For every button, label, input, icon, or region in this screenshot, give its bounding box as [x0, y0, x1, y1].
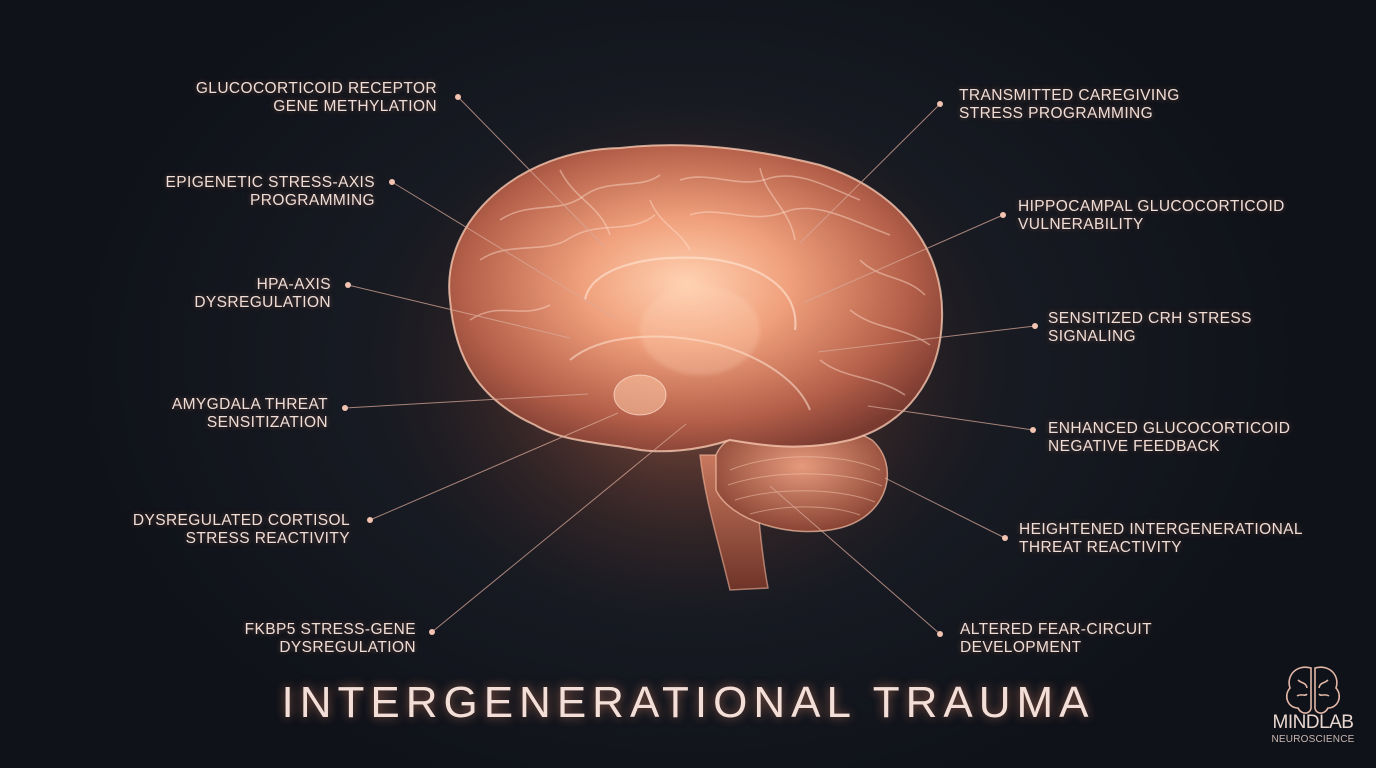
connector-right-2 [804, 214, 1004, 303]
connector-right-3 [817, 325, 1036, 353]
logo-subtitle: NEUROSCIENCE [1271, 734, 1355, 745]
label-dot-left-4 [342, 405, 348, 411]
logo-name: MINDLAB [1272, 712, 1354, 733]
label-dot-left-2 [389, 179, 395, 185]
label-dot-left-5 [367, 517, 373, 523]
cerebellum [715, 421, 889, 533]
label-dot-right-2 [1000, 212, 1006, 218]
label-dot-right-6 [937, 631, 943, 637]
connector-left-5 [369, 412, 619, 521]
connector-right-6 [769, 485, 941, 635]
label-dot-right-1 [937, 101, 943, 107]
label-dot-left-6 [429, 629, 435, 635]
label-dot-right-5 [1002, 535, 1008, 541]
connector-left-4 [344, 393, 589, 409]
connector-left-6 [431, 423, 687, 633]
connector-left-3 [347, 284, 571, 339]
connector-left-2 [391, 181, 616, 319]
connector-left-1 [457, 96, 606, 248]
connector-right-5 [884, 477, 1006, 539]
cerebrum [448, 144, 944, 453]
connector-right-1 [799, 103, 941, 244]
connector-right-4 [867, 405, 1034, 431]
page-title: INTERGENERATIONAL TRAUMA [281, 678, 1095, 727]
mindlab-logo: MINDLAB NEUROSCIENCE [1258, 650, 1368, 745]
label-dot-right-4 [1030, 427, 1036, 433]
label-dot-left-1 [455, 94, 461, 100]
label-dot-left-3 [345, 282, 351, 288]
mindlab-logo-icon [1286, 666, 1340, 714]
label-dot-right-3 [1032, 323, 1038, 329]
